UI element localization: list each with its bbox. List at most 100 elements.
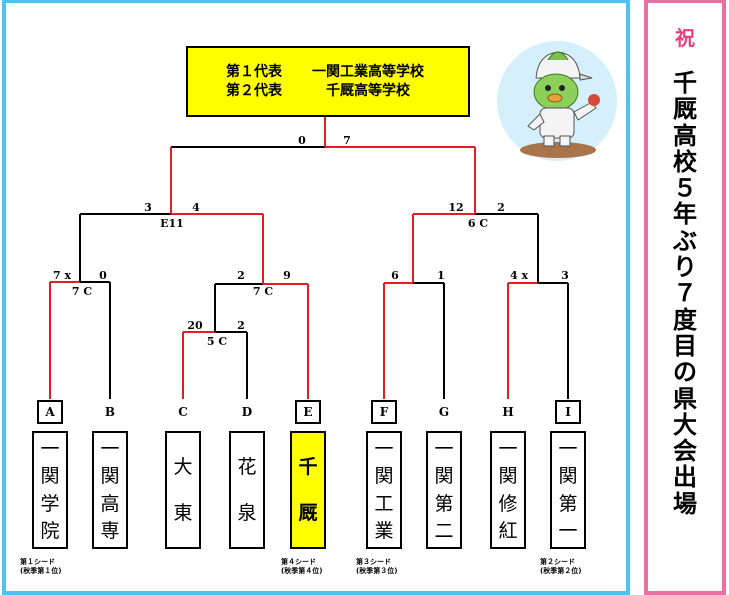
score-right: 2 <box>497 201 505 214</box>
school-char: 一 <box>558 519 578 542</box>
seed-label: C <box>178 405 188 419</box>
school-char: 高 <box>100 492 120 515</box>
school-char: 関 <box>100 465 120 488</box>
school-char: 専 <box>100 519 120 542</box>
headline-char: 厩 <box>673 94 697 124</box>
seed-label: F <box>371 400 397 424</box>
school-char: 二 <box>434 519 454 542</box>
game-label: 6 C <box>467 217 489 230</box>
game-label: 7 C <box>252 285 274 298</box>
headline-char: 年 <box>673 199 697 229</box>
bracket-frame <box>2 0 630 595</box>
game-label: E11 <box>160 217 184 230</box>
school-name: 一関第二 <box>426 431 462 549</box>
rep-label: 第２代表 <box>226 82 282 99</box>
school-char: 大 <box>173 456 193 479</box>
school-char: 一 <box>374 438 394 461</box>
score-left: 0 <box>298 134 306 147</box>
seed-label: D <box>241 405 253 419</box>
school-char: 学 <box>40 492 60 515</box>
headline-char: 高 <box>673 120 697 150</box>
headline-char: 度 <box>673 304 697 334</box>
mascot-illustration <box>497 41 617 161</box>
school-name: 花泉 <box>229 431 265 549</box>
seed-label: A <box>37 400 63 424</box>
rep-school: 一関工業高等学校 <box>312 63 424 80</box>
school-char: 一 <box>498 438 518 461</box>
seed-note: 第３シード(秋季第３位) <box>356 558 397 576</box>
school-char: 東 <box>173 501 193 524</box>
score-left: 7 x <box>52 269 72 282</box>
school-name: 一関高専 <box>92 431 128 549</box>
score-left: 3 <box>144 201 152 214</box>
representatives-box: 第１代表 一関工業高等学校 第２代表 千厩高等学校 <box>186 46 470 117</box>
seed-note: 第２シード(秋季第２位) <box>540 558 581 576</box>
school-char: 紅 <box>498 519 518 542</box>
rep-label: 第１代表 <box>226 63 282 80</box>
seed-label: H <box>502 405 514 419</box>
school-name: 一関第一 <box>550 431 586 549</box>
headline-char: ７ <box>673 278 697 308</box>
game-label: 5 C <box>206 335 228 348</box>
seed-note: 第１シード(秋季第１位) <box>20 558 61 576</box>
congratulations-mark: 祝 <box>675 26 695 50</box>
seed-note-rank: 第４シード <box>281 558 316 566</box>
school-char: 花 <box>237 456 257 479</box>
school-char: 千 <box>298 456 318 479</box>
headline-char: 県 <box>673 383 697 413</box>
score-right: 9 <box>283 269 291 282</box>
score-right: 0 <box>99 269 107 282</box>
score-right: 1 <box>437 269 445 282</box>
seed-label: B <box>104 405 116 419</box>
school-name: 千厩 <box>290 431 326 549</box>
score-left: 6 <box>391 269 399 282</box>
representative-2: 第２代表 千厩高等学校 <box>188 82 468 101</box>
score-left: 4 x <box>509 269 529 282</box>
headline-char: 出 <box>673 462 697 492</box>
school-char: 一 <box>40 438 60 461</box>
headline-char: 会 <box>673 436 697 466</box>
frame-gap <box>630 0 644 595</box>
headline-char: 場 <box>673 488 697 518</box>
school-char: 第 <box>558 492 578 515</box>
seed-note-rank: 第３シード <box>356 558 391 566</box>
score-left: 2 <box>237 269 245 282</box>
representative-1: 第１代表 一関工業高等学校 <box>188 63 468 82</box>
headline-char: り <box>673 252 697 282</box>
headline-char: ５ <box>673 173 697 203</box>
seed-label: G <box>438 405 450 419</box>
school-char: 業 <box>374 519 394 542</box>
seed-note-rank: 第２シード <box>540 558 575 566</box>
seed-label: E <box>295 400 321 424</box>
seed-note-autumn: (秋季第３位) <box>356 567 398 575</box>
school-char: 一 <box>558 438 578 461</box>
headline-char: の <box>673 357 697 387</box>
school-name: 一関工業 <box>366 431 402 549</box>
headline-frame <box>644 0 726 595</box>
score-left: 12 <box>448 201 464 214</box>
school-name: 一関学院 <box>32 431 68 549</box>
school-char: 関 <box>374 465 394 488</box>
school-char: 関 <box>434 465 454 488</box>
school-char: 一 <box>434 438 454 461</box>
school-char: 第 <box>434 492 454 515</box>
seed-note: 第４シード(秋季第４位) <box>281 558 322 576</box>
seed-note-autumn: (秋季第４位) <box>281 567 323 575</box>
school-char: 厩 <box>298 501 318 524</box>
school-char: 泉 <box>237 501 257 524</box>
score-right: 3 <box>561 269 569 282</box>
headline-char: 千 <box>673 68 697 97</box>
headline-char: 大 <box>673 409 697 439</box>
headline-char: 目 <box>673 330 697 360</box>
seed-note-autumn: (秋季第２位) <box>540 567 582 575</box>
school-char: 関 <box>40 465 60 488</box>
score-left: 20 <box>187 319 203 332</box>
school-char: 関 <box>558 465 578 488</box>
headline-char: ぶ <box>673 225 697 255</box>
school-name: 大東 <box>165 431 201 549</box>
score-right: 7 <box>343 134 351 147</box>
headline-char: 校 <box>673 146 697 176</box>
seed-note-rank: 第１シード <box>20 558 55 566</box>
